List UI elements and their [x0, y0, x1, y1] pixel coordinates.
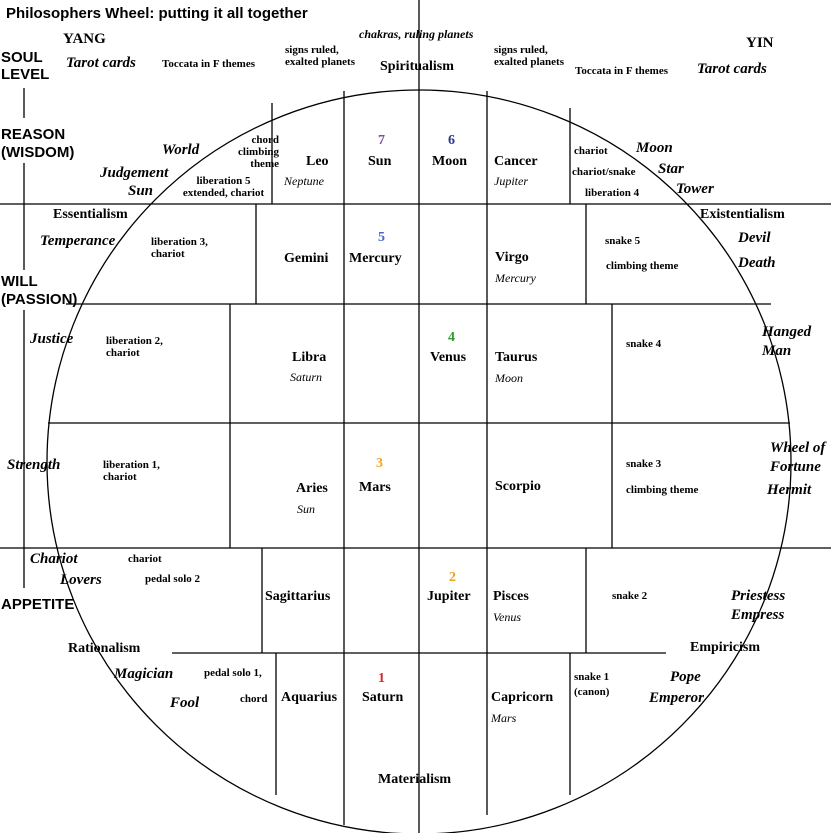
tarot-world: World — [162, 142, 200, 158]
chakra-1-planet: Saturn — [362, 690, 404, 705]
sign-capricorn: Capricorn — [491, 690, 554, 705]
yang-toccata-heading: Toccata in F themes — [162, 58, 255, 70]
theme-chariot-right: chariot — [574, 145, 608, 157]
tarot-pope: Pope — [670, 669, 701, 685]
tarot-magician: Magician — [114, 666, 174, 682]
tarot-chariot: Chariot — [30, 551, 78, 567]
sign-sagittarius: Sagittarius — [265, 589, 331, 604]
tarot-fool: Fool — [170, 695, 200, 711]
level-reason: REASON (WISDOM) — [1, 126, 75, 161]
tarot-judgement: Judgement — [100, 165, 169, 181]
tarot-justice: Justice — [30, 331, 74, 347]
theme-chariot: chariot — [128, 553, 162, 565]
ruler-sun: Sun — [297, 502, 315, 516]
empiricism-label: Empiricism — [690, 640, 760, 655]
theme-liberation-2: liberation 2, chariot — [106, 335, 163, 359]
tarot-tower: Tower — [676, 181, 714, 197]
tarot-sun: Sun — [128, 183, 154, 199]
theme-liberation-4: liberation 4 — [585, 187, 640, 199]
tarot-temperance: Temperance — [40, 233, 116, 249]
ruler-saturn: Saturn — [290, 370, 323, 384]
tarot-hanged-man: Hanged Man — [762, 324, 812, 359]
chakra-1-number: 1 — [378, 671, 385, 686]
yin-signs-heading: signs ruled, exalted planets — [494, 44, 564, 68]
diagram-title: Philosophers Wheel: putting it all toget… — [6, 5, 308, 22]
sign-aries: Aries — [296, 481, 328, 496]
level-appetite: APPETITE — [1, 596, 75, 613]
chakra-4-number: 4 — [448, 330, 455, 345]
sign-scorpio: Scorpio — [495, 479, 541, 494]
chakra-7-planet: Sun — [368, 154, 392, 169]
yin-toccata-heading: Toccata in F themes — [575, 65, 668, 77]
spiritualism-label: Spiritualism — [380, 59, 454, 74]
tarot-hermit: Hermit — [767, 482, 812, 498]
sign-cancer: Cancer — [494, 154, 538, 169]
ruler-jupiter: Jupiter — [494, 174, 528, 188]
chakra-5-planet: Mercury — [349, 251, 402, 266]
sign-gemini: Gemini — [284, 251, 329, 266]
ruler-moon: Moon — [495, 371, 523, 385]
rationalism-label: Rationalism — [68, 641, 141, 656]
theme-chord-climbing: chord climbing theme — [238, 134, 279, 170]
tarot-strength: Strength — [7, 457, 61, 473]
sign-pisces: Pisces — [493, 589, 529, 604]
ruler-venus: Venus — [493, 610, 521, 624]
essentialism-label: Essentialism — [53, 207, 128, 222]
tarot-moon: Moon — [636, 140, 673, 156]
sign-virgo: Virgo — [495, 250, 529, 265]
chakra-7-number: 7 — [378, 133, 385, 148]
theme-climbing-right-2: climbing theme — [626, 484, 699, 496]
tarot-wheel-of-fortune: Wheel of Fortune — [770, 440, 826, 475]
tarot-devil: Devil — [738, 230, 771, 246]
theme-liberation-5: liberation 5 extended, chariot — [182, 175, 265, 199]
tarot-empress: Empress — [731, 607, 785, 623]
theme-liberation-1: liberation 1, chariot — [103, 459, 160, 483]
theme-pedal-solo-2: pedal solo 2 — [145, 573, 201, 585]
theme-liberation-3: liberation 3, chariot — [151, 236, 208, 260]
chakra-2-number: 2 — [449, 570, 456, 585]
yang-signs-heading: signs ruled, exalted planets — [285, 44, 355, 68]
chakra-3-number: 3 — [376, 456, 383, 471]
chakra-3-planet: Mars — [359, 480, 391, 495]
sign-libra: Libra — [292, 350, 327, 365]
level-soul: SOUL LEVEL — [1, 49, 50, 83]
tarot-emperor: Emperor — [649, 690, 705, 706]
existentialism-label: Existentialism — [700, 207, 785, 222]
chakra-4-planet: Venus — [430, 350, 467, 365]
chakras-heading: chakras, ruling planets — [359, 27, 474, 41]
yin-tarot-heading: Tarot cards — [697, 61, 767, 77]
yin-label: YIN — [746, 35, 774, 51]
tarot-priestess: Priestess — [731, 588, 786, 604]
tarot-lovers: Lovers — [60, 572, 102, 588]
theme-chariot-snake: chariot/snake — [572, 166, 636, 178]
level-will: WILL (PASSION) — [1, 273, 78, 308]
ruler-mars: Mars — [491, 711, 517, 725]
theme-snake-5: snake 5 — [605, 235, 641, 247]
theme-snake-4: snake 4 — [626, 338, 662, 350]
yang-label: YANG — [63, 31, 106, 47]
ruler-neptune: Neptune — [284, 174, 324, 188]
tarot-star: Star — [658, 161, 684, 177]
chakra-6-planet: Moon — [432, 154, 467, 169]
sign-leo: Leo — [306, 154, 329, 169]
tarot-death: Death — [738, 255, 776, 271]
theme-snake-1: snake 1 (canon) — [574, 671, 610, 698]
chakra-6-number: 6 — [448, 133, 455, 148]
sign-aquarius: Aquarius — [281, 690, 338, 705]
chakra-5-number: 5 — [378, 230, 385, 245]
yang-tarot-heading: Tarot cards — [66, 55, 136, 71]
theme-pedal-solo-1: pedal solo 1, — [204, 667, 262, 679]
materialism-label: Materialism — [378, 772, 452, 787]
theme-snake-2: snake 2 — [612, 590, 648, 602]
theme-climbing-right: climbing theme — [606, 260, 679, 272]
sign-taurus: Taurus — [495, 350, 538, 365]
theme-snake-3: snake 3 — [626, 458, 662, 470]
chakra-2-planet: Jupiter — [427, 589, 471, 604]
theme-chord: chord — [240, 693, 268, 705]
ruler-mercury: Mercury — [495, 271, 536, 285]
